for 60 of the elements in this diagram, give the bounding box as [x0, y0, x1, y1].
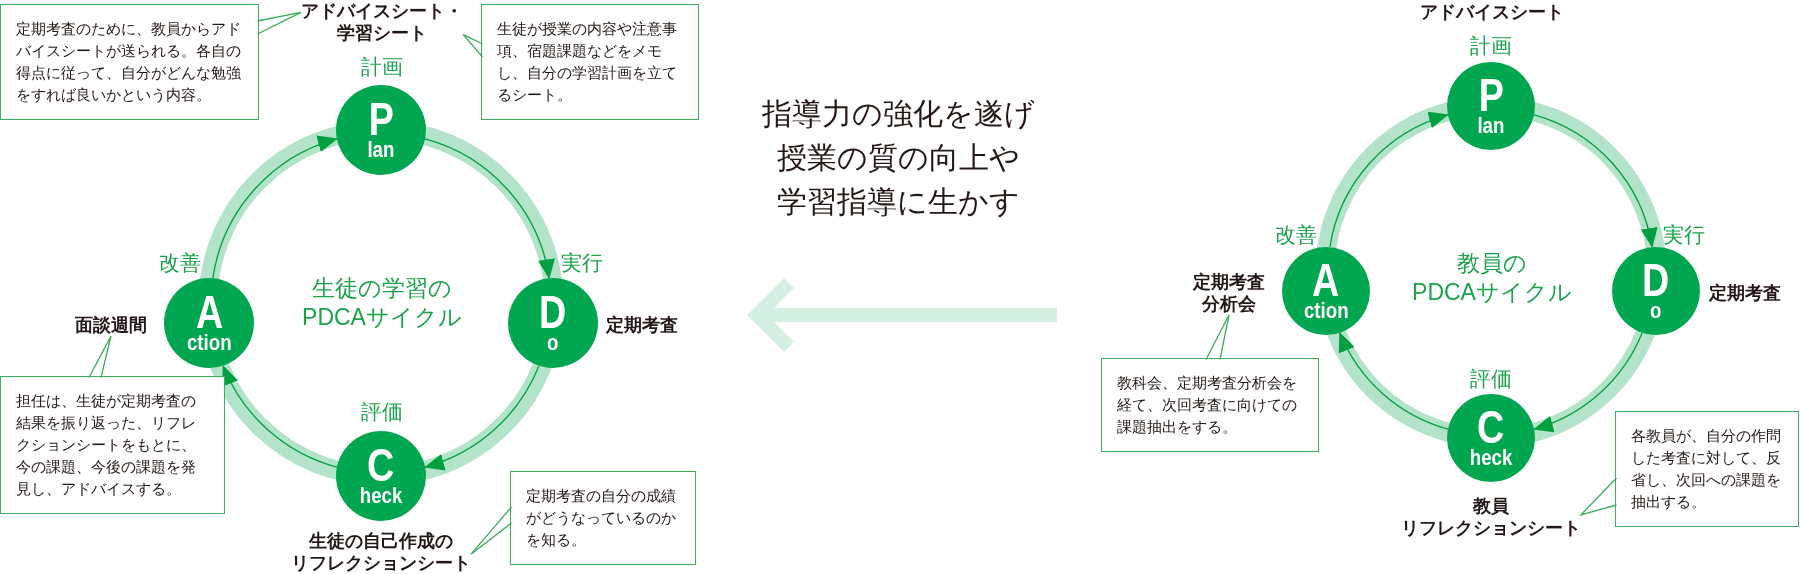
phase-suffix: lan — [367, 139, 395, 161]
cycle-title: 生徒の学習のPDCAサイクル — [302, 274, 462, 332]
callout-box — [1615, 411, 1799, 527]
caption-label: アドバイスシート・学習シート — [301, 0, 463, 44]
note-label: アドバイスシート — [1420, 1, 1564, 23]
callout-pointer — [462, 33, 484, 58]
phase-label: 計画 — [361, 54, 403, 79]
phase-label: 評価 — [1470, 366, 1512, 391]
caption-label: 面談週間 — [75, 314, 147, 336]
cycle-arrow — [1339, 331, 1449, 430]
cycle-arrow — [424, 365, 540, 470]
callout-text: 生徒が授業の内容や注意事項、宿題課題などをメモし、自分の学習計画を立てるシート。 — [497, 19, 678, 105]
note-label: 定期考査 — [606, 314, 678, 336]
cycle-arrow — [222, 365, 338, 468]
callout-pointer — [88, 335, 112, 379]
callout-text: 各教員が、自分の作問した考査に対して、反省し、次回への課題を抽出する。 — [1631, 426, 1782, 512]
cycle-arrow — [1533, 331, 1643, 432]
callout-text: 定期考査のために、教員からアドバイスシートが送られる。各自の得点に従って、自分がどんな勉強をすれば良いかという内容。 — [16, 19, 242, 105]
phase-suffix: lan — [1477, 115, 1505, 137]
phase-letter: A — [195, 292, 223, 333]
message-text: 指導力の強化を遂げ授業の質の向上や学習指導に生かす — [761, 96, 1035, 220]
phase-suffix: o — [1650, 299, 1662, 322]
phase-suffix: heck — [1469, 447, 1513, 469]
phase-label: 評価 — [361, 399, 403, 424]
callout-pointer — [256, 11, 302, 35]
cycle-arrow — [1533, 114, 1657, 248]
phase-letter: P — [368, 99, 394, 139]
phase-letter: A — [1312, 259, 1340, 300]
callout-box — [1101, 358, 1319, 452]
phase-label: 実行 — [1663, 222, 1705, 247]
cycle-title: 教員のPDCAサイクル — [1412, 249, 1572, 307]
cycle-arrow — [212, 136, 338, 279]
phase-label: 改善 — [159, 250, 201, 275]
phase-suffix: heck — [359, 485, 403, 507]
cycle-arrow — [424, 138, 554, 280]
cycle-arrow — [1329, 112, 1449, 248]
phase-letter: C — [367, 445, 395, 485]
phase-letter: P — [1478, 75, 1504, 115]
caption-label: 生徒の自己作成のリフレクションシート — [291, 530, 471, 574]
phase-suffix: ction — [186, 332, 232, 355]
phase-letter: D — [1642, 259, 1670, 300]
callout-box — [481, 4, 699, 120]
callout-pointer — [1578, 477, 1618, 517]
phase-letter: C — [1477, 407, 1505, 447]
callout-pointer — [1205, 314, 1230, 361]
callout-text: 定期考査の自分の成績がどうなっているのかを知る。 — [526, 486, 677, 550]
note-label: 定期考査 — [1709, 282, 1781, 304]
phase-letter: D — [539, 292, 567, 333]
callout-text: 教科会、定期考査分析会を経て、次回考査に向けての課題抽出をする。 — [1117, 373, 1298, 437]
caption-label: 教員リフレクションシート — [1401, 495, 1581, 539]
phase-suffix: ction — [1303, 299, 1349, 322]
callout-pointer — [470, 506, 513, 555]
callout-box — [0, 4, 259, 120]
callout-box — [0, 376, 225, 514]
caption-label: 定期考査分析会 — [1193, 271, 1265, 315]
phase-label: 実行 — [561, 250, 603, 275]
phase-label: 改善 — [1275, 222, 1317, 247]
phase-label: 計画 — [1470, 33, 1512, 58]
phase-suffix: o — [547, 332, 559, 355]
callout-text: 担任は、生徒が定期考査の結果を振り返った、リフレクションシートをもとに、今の課題、今後の課題を発見し、アドバイスする。 — [16, 391, 197, 499]
